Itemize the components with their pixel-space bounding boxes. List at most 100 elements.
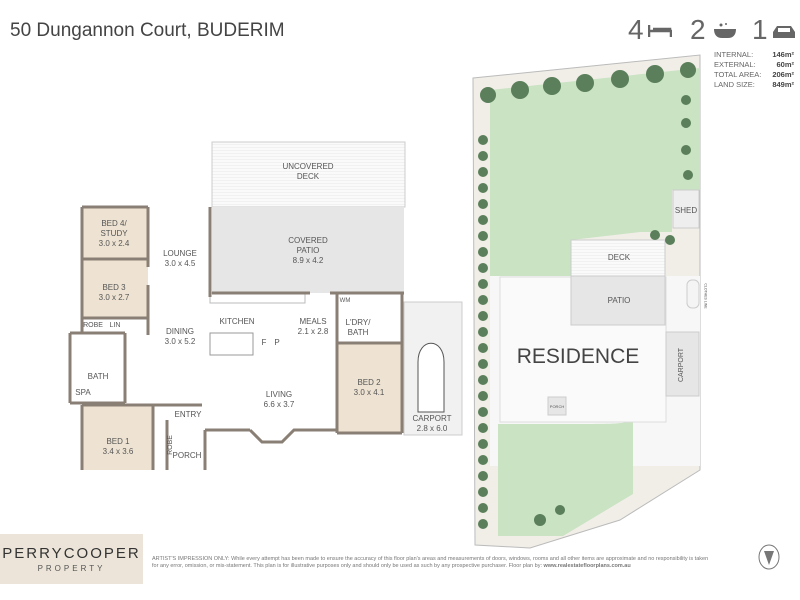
- area-external: EXTERNAL:60m²: [714, 60, 794, 69]
- tree: [478, 487, 488, 497]
- tree: [478, 375, 488, 385]
- tree: [478, 263, 488, 273]
- tree: [478, 247, 488, 257]
- tree: [478, 215, 488, 225]
- shed-label: SHED: [674, 206, 698, 215]
- tree: [611, 70, 629, 88]
- tree: [478, 503, 488, 513]
- kitchen-label: KITCHEN: [219, 317, 255, 326]
- site-deck: [570, 239, 666, 277]
- north-compass-icon: [758, 544, 780, 570]
- spa-label: SPA: [75, 388, 91, 397]
- area-total: TOTAL AREA:206m²: [714, 70, 794, 79]
- bed3: [82, 260, 148, 318]
- bed-count: 4: [628, 14, 644, 45]
- bath-count: 2: [690, 14, 706, 45]
- bath-label: BATH: [87, 372, 109, 381]
- fridge-label: F: [261, 338, 267, 347]
- site-deck-label: DECK: [607, 253, 631, 262]
- pantry-label: P: [274, 338, 280, 347]
- tree: [681, 118, 691, 128]
- site-carport: [665, 331, 700, 397]
- bed1: [82, 405, 153, 470]
- tree: [511, 81, 529, 99]
- tree: [543, 77, 561, 95]
- covered-patio: [212, 207, 404, 293]
- tree: [478, 423, 488, 433]
- tree: [478, 199, 488, 209]
- tree: [480, 87, 496, 103]
- tree: [576, 74, 594, 92]
- tree: [650, 230, 660, 240]
- walls: [68, 205, 404, 470]
- clothes-line: [686, 279, 700, 309]
- rear-lawn: [490, 68, 700, 276]
- bath-icon: [714, 23, 736, 38]
- car-count: 1: [752, 14, 768, 45]
- disclaimer: ARTIST'S IMPRESSION ONLY: While every at…: [152, 556, 709, 569]
- bed2: [337, 343, 402, 433]
- tree: [478, 343, 488, 353]
- tree: [681, 145, 691, 155]
- tree: [683, 170, 693, 180]
- tree: [665, 235, 675, 245]
- tree: [478, 311, 488, 321]
- tree: [478, 391, 488, 401]
- agency-logo: PERRYCOOPER PROPERTY: [0, 534, 143, 584]
- tree: [555, 505, 565, 515]
- tree: [478, 439, 488, 449]
- site-carport-label: CARPORT: [678, 347, 685, 383]
- tree: [681, 95, 691, 105]
- linen-label: LIN: [109, 322, 121, 329]
- car-icon: [417, 342, 445, 413]
- area-internal: INTERNAL:146m²: [714, 50, 794, 59]
- tree: [478, 471, 488, 481]
- wm-label: WM: [339, 298, 351, 304]
- tree: [478, 231, 488, 241]
- residence-label: RESIDENCE: [516, 345, 640, 368]
- tree: [646, 65, 664, 83]
- laundry-label: L'DRY/BATH: [345, 318, 371, 337]
- tree: [478, 151, 488, 161]
- site-patio-label: PATIO: [607, 296, 631, 305]
- tree: [478, 295, 488, 305]
- car-icon: [773, 26, 795, 38]
- clothes-line-label: CLOTHES LINE: [703, 283, 708, 309]
- tree: [478, 455, 488, 465]
- area-land: LAND SIZE:849m²: [714, 80, 794, 89]
- tree: [680, 62, 696, 78]
- site-patio: [570, 275, 666, 326]
- page-title: 50 Dungannon Court, BUDERIM: [10, 20, 285, 41]
- tree: [478, 407, 488, 417]
- trees: [478, 62, 696, 529]
- front-lawn: [498, 414, 633, 536]
- entry-label: ENTRY: [174, 410, 202, 419]
- shed: [672, 189, 700, 229]
- tree: [478, 327, 488, 337]
- bed-icon: [648, 25, 672, 37]
- tree: [478, 279, 488, 289]
- tree: [478, 183, 488, 193]
- kitchen-island: [209, 332, 254, 356]
- tree: [478, 359, 488, 369]
- tree: [478, 519, 488, 529]
- tree: [534, 514, 546, 526]
- uncovered-deck: [211, 141, 406, 208]
- site-porch: [547, 396, 567, 416]
- tree: [478, 167, 488, 177]
- floorplan-link[interactable]: www.realestatefloorplans.com.au: [543, 563, 631, 569]
- robe-label: ROBE: [83, 322, 103, 329]
